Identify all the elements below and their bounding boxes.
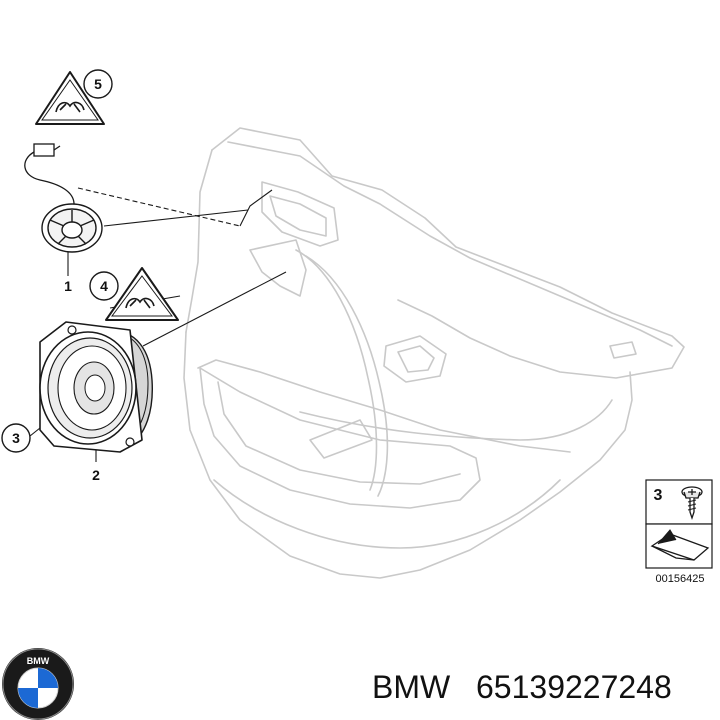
callout-3 (1, 423, 31, 453)
warning-triangle-icon (105, 267, 179, 321)
part-label-1: 1 (64, 278, 72, 294)
warning-label-top: 5 (35, 69, 113, 125)
screw-icon (681, 486, 703, 521)
part-label-2: 2 (92, 467, 100, 483)
logo-letters: BMW (27, 656, 50, 666)
brand-name: BMW (372, 669, 451, 705)
callout-5-number: 5 (94, 76, 102, 92)
tweeter-wire (24, 143, 75, 205)
direction-arrow-icon (650, 529, 710, 561)
callout-5 (83, 69, 113, 99)
fastener-legend: 3 00156425 (645, 479, 713, 585)
woofer-speaker (39, 321, 153, 453)
callout-3-group: 3 (1, 423, 31, 453)
door-panel (183, 127, 685, 579)
bmw-roundel-logo: BMW (2, 648, 74, 720)
part-number: 65139227248 (476, 669, 672, 705)
tweeter-part (41, 203, 103, 253)
callout-4-number: 4 (100, 278, 108, 294)
connector-plug (33, 143, 55, 157)
warning-triangle-icon (35, 71, 105, 125)
diagram-id: 00156425 (656, 573, 705, 585)
callout-3-number: 3 (12, 430, 20, 446)
warning-label-mid: 4 (89, 267, 179, 321)
callout-4 (89, 271, 119, 301)
legend-screw-number: 3 (654, 487, 663, 504)
